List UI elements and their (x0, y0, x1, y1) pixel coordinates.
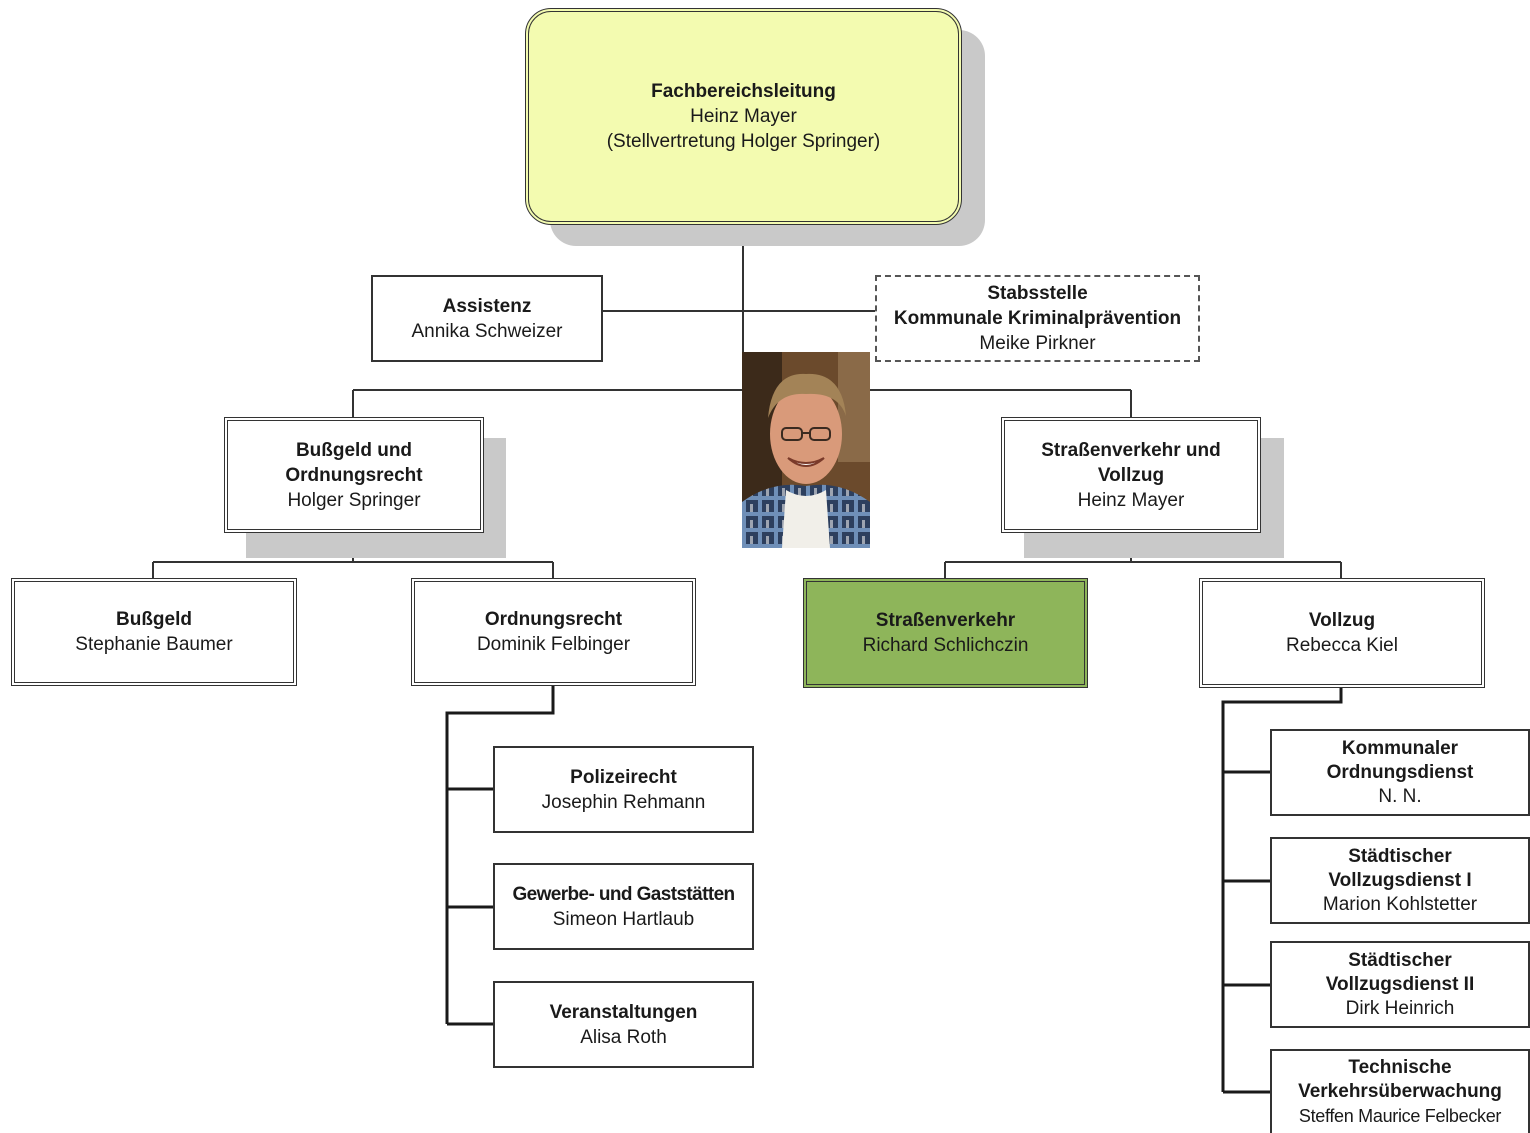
unit-box-bussgeld[interactable]: Bußgeld Stephanie Baumer (11, 578, 297, 686)
root-title: Fachbereichsleitung (651, 81, 836, 102)
stab-name: Meike Pirkner (979, 333, 1096, 354)
tvu-title-2: Verkehrsüberwachung (1298, 1081, 1502, 1102)
tvu-name: Steffen Maurice Felbecker (1298, 1106, 1502, 1126)
sub-box-technische-verkehrsueberwachung[interactable]: Technische Verkehrsüberwachung Steffen M… (1270, 1049, 1530, 1133)
dept-left-title-2: Ordnungsrecht (285, 464, 423, 486)
assistenz-name: Annika Schweizer (411, 320, 563, 342)
kod-title-1: Kommunaler (1341, 737, 1459, 759)
bussgeld-name: Stephanie Baumer (75, 634, 233, 655)
sub-box-staedtischer-vollzugsdienst-2[interactable]: Städtischer Vollzugsdienst II Dirk Heinr… (1270, 941, 1530, 1028)
polizeirecht-title: Polizeirecht (570, 766, 677, 788)
gewerbe-title: Gewerbe- und Gaststätten (512, 883, 735, 905)
stab-title-1: Stabsstelle (987, 283, 1088, 304)
veranstaltungen-title: Veranstaltungen (549, 1001, 698, 1023)
sub-box-veranstaltungen[interactable]: Veranstaltungen Alisa Roth (493, 981, 754, 1068)
unit-box-strassenverkehr[interactable]: Straßenverkehr Richard Schlichczin (803, 578, 1088, 688)
kod-name: N. N. (1378, 785, 1422, 807)
vollzug-name: Rebecca Kiel (1286, 635, 1398, 656)
veranstaltungen-name: Alisa Roth (580, 1026, 667, 1048)
portrait-photo (742, 352, 870, 548)
unit-box-ordnungsrecht[interactable]: Ordnungsrecht Dominik Felbinger (411, 578, 696, 686)
sub-box-kommunaler-ordnungsdienst[interactable]: Kommunaler Ordnungsdienst N. N. (1270, 729, 1530, 816)
sub-box-gewerbe-gaststaetten[interactable]: Gewerbe- und Gaststätten Simeon Hartlaub (493, 863, 754, 950)
dept-right-name: Heinz Mayer (1077, 489, 1185, 511)
gewerbe-name: Simeon Hartlaub (552, 908, 695, 930)
unit-box-vollzug[interactable]: Vollzug Rebecca Kiel (1199, 578, 1485, 688)
sub-box-polizeirecht[interactable]: Polizeirecht Josephin Rehmann (493, 746, 754, 833)
vollzug-title: Vollzug (1308, 610, 1376, 631)
root-box-fachbereichsleitung[interactable]: Fachbereichsleitung Heinz Mayer (Stellve… (525, 8, 962, 225)
stab-title-2: Kommunale Kriminalprävention (893, 308, 1182, 329)
dept-right-title-1: Straßenverkehr und (1041, 439, 1221, 461)
svd2-title-2: Vollzugsdienst II (1325, 973, 1475, 995)
strassenverkehr-name: Richard Schlichczin (862, 635, 1029, 656)
tvu-title-1: Technische (1348, 1057, 1452, 1078)
bussgeld-title: Bußgeld (116, 609, 192, 630)
dept-left-title-1: Bußgeld und (295, 439, 413, 461)
dept-left-name: Holger Springer (287, 489, 421, 511)
stabsstelle-box[interactable]: Stabsstelle Kommunale Kriminalprävention… (875, 275, 1200, 362)
strassenverkehr-title: Straßenverkehr (875, 610, 1016, 631)
sub-box-staedtischer-vollzugsdienst-1[interactable]: Städtischer Vollzugsdienst I Marion Kohl… (1270, 837, 1530, 924)
polizeirecht-name: Josephin Rehmann (541, 791, 706, 813)
assistenz-box[interactable]: Assistenz Annika Schweizer (371, 275, 603, 362)
root-deputy: (Stellvertretung Holger Springer) (606, 131, 881, 152)
dept-box-bussgeld-ordnungsrecht[interactable]: Bußgeld und Ordnungsrecht Holger Springe… (224, 417, 484, 533)
root-name: Heinz Mayer (690, 106, 797, 127)
ordnungsrecht-title: Ordnungsrecht (484, 609, 623, 630)
ordnungsrecht-name: Dominik Felbinger (476, 634, 631, 655)
svd1-title-2: Vollzugsdienst I (1328, 869, 1472, 891)
svd1-name: Marion Kohlstetter (1322, 893, 1478, 915)
svd2-name: Dirk Heinrich (1345, 997, 1455, 1019)
svd1-title-1: Städtischer (1348, 845, 1452, 867)
dept-right-title-2: Vollzug (1097, 464, 1165, 486)
dept-box-strassenverkehr-vollzug[interactable]: Straßenverkehr und Vollzug Heinz Mayer (1001, 417, 1261, 533)
assistenz-title: Assistenz (442, 295, 532, 317)
kod-title-2: Ordnungsdienst (1326, 761, 1474, 783)
svd2-title-1: Städtischer (1348, 949, 1452, 971)
